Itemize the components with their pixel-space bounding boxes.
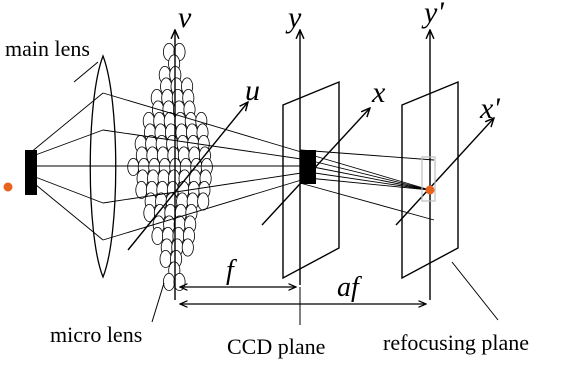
- micro-lens-element: [127, 157, 140, 176]
- x-axis-label: x: [371, 76, 386, 109]
- main-lens: [89, 54, 117, 279]
- object-block: [25, 150, 37, 195]
- micro-lens-element: [151, 226, 164, 245]
- refocus-leader: [451, 261, 499, 321]
- refocusing-plane-label: refocusing plane: [383, 330, 529, 355]
- ccd-plane: [282, 80, 340, 280]
- light-rays: [29, 92, 435, 241]
- u-axis: [127, 102, 248, 251]
- refocus-box: [421, 156, 436, 202]
- micro-lens-element: [135, 180, 148, 199]
- af-label: af: [337, 272, 362, 303]
- ccd-sensor-block: [300, 150, 316, 184]
- refocused-point: [425, 185, 435, 195]
- x-prime-axis: [395, 118, 494, 226]
- v-axis-label: v: [178, 1, 192, 34]
- micro-lens-element: [181, 238, 194, 257]
- y-prime-axis-label: y': [421, 0, 444, 29]
- point-source: [3, 182, 13, 192]
- ccd-plane-label: CCD plane: [227, 334, 325, 359]
- refocusing-plane: [401, 80, 459, 280]
- micro-lens-element: [162, 272, 175, 291]
- main-lens-leader: [73, 61, 99, 83]
- main-lens-label: main lens: [5, 36, 90, 61]
- x-prime-axis-label: x': [479, 92, 500, 125]
- micro-lens-leader: [151, 282, 165, 323]
- micro-lens-element: [159, 249, 172, 268]
- y-axis-label: y: [285, 1, 302, 34]
- micro-lens-element: [197, 192, 210, 211]
- micro-lens-label: micro lens: [50, 322, 142, 347]
- f-label: f: [226, 255, 237, 286]
- micro-lens-array: [127, 43, 213, 291]
- u-axis-label: u: [245, 74, 260, 107]
